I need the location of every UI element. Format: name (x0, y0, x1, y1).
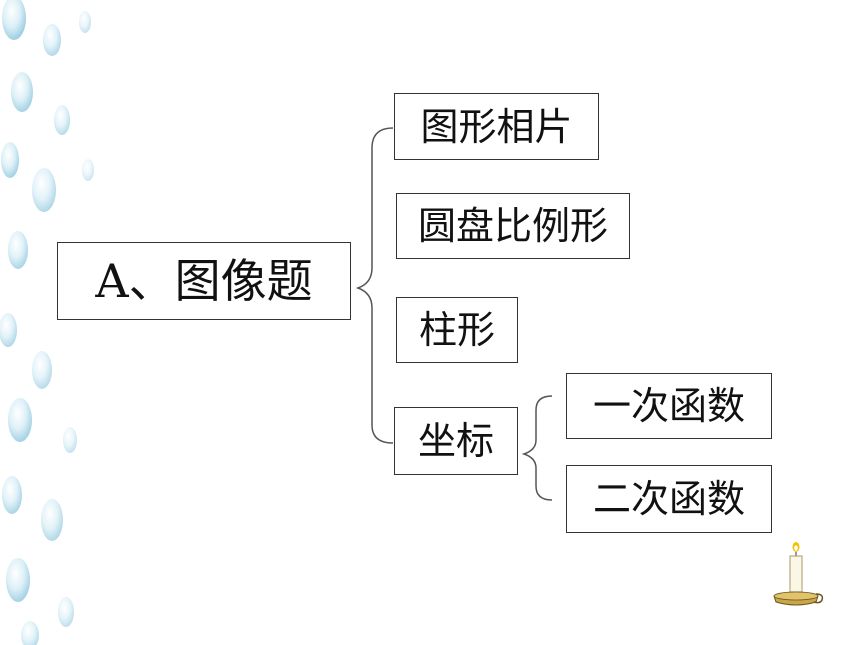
node-pie-chart: 圆盘比例形 (396, 193, 630, 259)
root-label: A、图像题 (95, 254, 313, 308)
node-label: 圆盘比例形 (417, 204, 608, 248)
node-linear-function: 一次函数 (566, 373, 772, 439)
candle-icon[interactable] (768, 542, 824, 612)
node-quadratic-function: 二次函数 (566, 465, 772, 533)
node-label: 二次函数 (592, 477, 745, 521)
node-bar-chart: 柱形 (396, 297, 518, 363)
main-bracket (355, 127, 394, 444)
node-coordinates: 坐标 (394, 407, 518, 475)
root-node: A、图像题 (57, 242, 351, 320)
sub-bracket (521, 395, 553, 501)
node-label: 柱形 (418, 308, 495, 352)
node-label: 坐标 (417, 419, 494, 463)
left-bubble-decoration (0, 0, 94, 645)
node-photo-graphs: 图形相片 (394, 93, 599, 160)
node-label: 一次函数 (592, 384, 745, 428)
node-label: 图形相片 (420, 104, 573, 149)
